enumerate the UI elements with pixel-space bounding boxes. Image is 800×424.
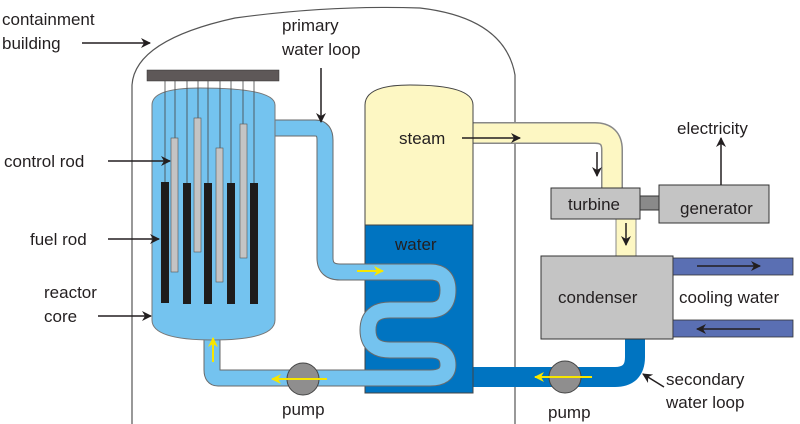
label-pump-primary: pump bbox=[282, 400, 325, 419]
secondary-water-pipe bbox=[470, 330, 645, 387]
label-reactor-1: reactor bbox=[44, 283, 97, 302]
label-reactor-2: core bbox=[44, 307, 77, 326]
secondary-loop-arrow bbox=[642, 373, 665, 388]
rod-wires bbox=[164, 81, 255, 183]
control-rod bbox=[170, 137, 179, 273]
fuel-rod bbox=[183, 183, 191, 304]
label-generator: generator bbox=[680, 199, 753, 218]
label-electricity: electricity bbox=[677, 119, 748, 138]
fuel-rod bbox=[227, 183, 235, 304]
label-water: water bbox=[394, 235, 437, 254]
fuel-rods bbox=[161, 182, 258, 304]
containment-building bbox=[131, 6, 516, 424]
control-rod bbox=[239, 123, 248, 259]
control-rod bbox=[193, 117, 202, 253]
label-pump-secondary: pump bbox=[548, 403, 591, 422]
steam-generator-upper bbox=[364, 84, 474, 226]
label-secondary-2: water loop bbox=[665, 393, 744, 412]
label-secondary-1: secondary bbox=[666, 370, 745, 389]
fuel-rod bbox=[161, 182, 169, 303]
steam-pipe bbox=[460, 123, 622, 195]
turbine bbox=[550, 187, 641, 220]
fuel-rod bbox=[250, 183, 258, 304]
label-condenser: condenser bbox=[558, 288, 638, 307]
generator bbox=[658, 184, 770, 224]
label-primary-1: primary bbox=[282, 16, 339, 35]
label-fuel-rod: fuel rod bbox=[30, 230, 87, 249]
label-steam: steam bbox=[399, 129, 445, 148]
label-primary-2: water loop bbox=[281, 40, 360, 59]
primary-water-pipe bbox=[204, 120, 456, 386]
control-rod-holder bbox=[146, 69, 280, 82]
label-containment-1: containment bbox=[2, 10, 95, 29]
label-cooling-water: cooling water bbox=[679, 288, 780, 307]
turbine-shaft bbox=[639, 195, 660, 211]
label-turbine: turbine bbox=[568, 195, 620, 214]
control-rods bbox=[170, 117, 248, 283]
fuel-rod bbox=[204, 183, 212, 304]
label-control-rod: control rod bbox=[4, 152, 84, 171]
control-rod bbox=[215, 147, 224, 283]
label-containment-2: building bbox=[2, 34, 61, 53]
condenser bbox=[540, 255, 674, 340]
